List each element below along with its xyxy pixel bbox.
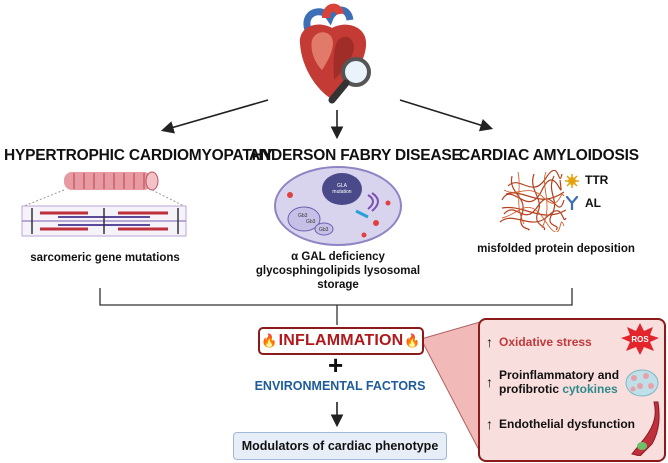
lysosome-cell-illustration: GLA mutation Gb3 Gb3 Gb3 [274, 166, 402, 246]
sarcomere-diagram [21, 205, 187, 237]
up-arrow-icon: ↑ [486, 416, 493, 432]
gb3-label-1: Gb3 [298, 213, 308, 219]
bracket-connector [99, 288, 573, 306]
modulators-box: Modulators of cardiac phenotype [233, 432, 447, 460]
gb3-label-3: Gb3 [319, 227, 329, 233]
caption-afd-line1: α GAL deficiency [291, 251, 385, 263]
panel-item-oxidative: ↑ Oxidative stress [486, 334, 592, 350]
caption-hcm: sarcomeric gene mutations [30, 252, 180, 264]
endothelial-text: Endothelial dysfunction [499, 417, 636, 431]
cell-label-mutation: mutation [332, 189, 351, 195]
legend-ttr: TTR [585, 173, 609, 187]
inflammation-label: INFLAMMATION [278, 332, 404, 349]
sarcomere-illustration [21, 171, 187, 237]
modulators-label: Modulators of cardiac phenotype [241, 439, 439, 453]
muscle-fiber-icon [64, 171, 159, 191]
caption-afd-line3: storage [317, 279, 359, 291]
caption-afd: α GAL deficiency glycosphingolipids lyso… [250, 250, 426, 292]
title-ca: CARDIAC AMYLOIDOSIS [459, 147, 639, 164]
caption-ca: misfolded protein deposition [477, 243, 635, 255]
ros-label: ROS [631, 335, 649, 344]
panel-item-cytokines: ↑ Proinflammatory and profibrotic cytoki… [486, 368, 619, 396]
blood-vessel-icon [631, 401, 660, 456]
cytokines-line1: Proinflammatory and [499, 368, 620, 382]
caption-afd-line2: glycosphingolipids lysosomal [255, 265, 421, 277]
cytokines-line2: profibrotic [499, 382, 563, 396]
up-arrow-icon: ↑ [486, 334, 493, 350]
plus-sign: + [328, 350, 344, 380]
gb3-label-2: Gb3 [306, 219, 316, 225]
antibody-al-icon [565, 196, 579, 210]
fire-icon-left: 🔥 [261, 333, 278, 348]
oxidative-stress-text: Oxidative stress [499, 335, 592, 349]
cytokines-word: cytokines [562, 382, 618, 396]
effects-panel: ↑ Oxidative stress ROS ↑ Proinflammatory… [478, 318, 666, 462]
title-hcm: HYPERTROPHIC CARDIOMYOPATHY [4, 147, 273, 164]
ros-burst-icon: ROS [621, 323, 659, 355]
legend-al: AL [585, 196, 601, 210]
environmental-factors-label: ENVIRONMENTAL FACTORS [254, 379, 426, 393]
title-afd: ANDERSON FABRY DISEASE [249, 147, 462, 164]
panel-item-endothelial: ↑ Endothelial dysfunction [486, 416, 635, 432]
heart-icon [299, 3, 371, 104]
ttr-icon [565, 174, 579, 188]
cytokine-cluster-icon [625, 369, 659, 397]
inflammation-box: 🔥 INFLAMMATION 🔥 [258, 327, 424, 355]
up-arrow-icon: ↑ [486, 374, 493, 390]
amyloid-fibrils-illustration [499, 170, 567, 232]
arrow-right [399, 99, 494, 132]
cell-label-gla: GLA [337, 183, 348, 189]
arrow-left [160, 99, 269, 134]
fire-icon-right: 🔥 [404, 333, 421, 348]
